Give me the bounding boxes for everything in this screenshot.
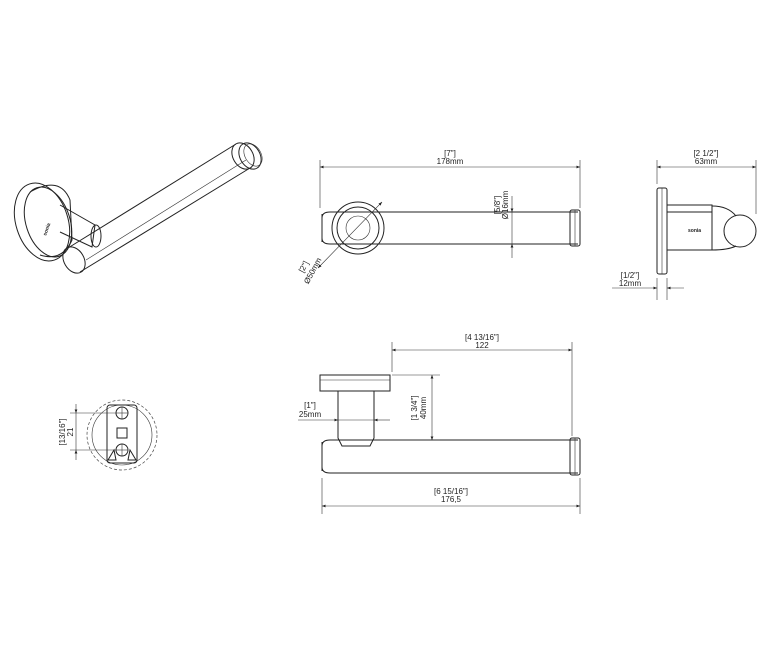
dim-projection-inch: [2 1/2"] xyxy=(693,149,718,158)
dim-bar-length-inch: [6 15/16"] xyxy=(434,487,468,496)
dim-post-height-mm: 40mm xyxy=(419,397,428,420)
brand-label: sonia xyxy=(42,222,52,237)
dim-bracket-spacing-inch: [13/16"] xyxy=(58,418,67,445)
dim-overall-length-mm: 178mm xyxy=(437,157,464,166)
dim-mount-center-mm: 122 xyxy=(475,341,489,350)
dim-mount-center-inch: [4 13/16"] xyxy=(465,333,499,342)
dim-post-diameter-mm: 25mm xyxy=(299,410,322,419)
dim-rosette-thickness-inch: [1/2"] xyxy=(621,271,639,280)
bracket-detail: [13/16"] 21 xyxy=(58,399,158,471)
dim-rosette-thickness-mm: 12mm xyxy=(619,279,642,288)
perspective-view: sonia xyxy=(13,142,263,274)
dim-post-height-inch: [1 3/4"] xyxy=(410,395,419,420)
front-view: [7"] 178mm [5/8"] Ø16mm [2"] Ø50mm xyxy=(297,149,581,286)
dim-bar-length-mm: 176,5 xyxy=(441,495,462,504)
side-view: sonia [2 1/2"] 63mm [1/2"] 12mm xyxy=(612,149,757,300)
dim-overall-length-inch: [7"] xyxy=(444,149,456,158)
dim-bar-diameter-mm: Ø16mm xyxy=(501,190,510,219)
dim-post-diameter-inch: [1"] xyxy=(304,401,316,410)
top-view: [4 13/16"] 122 [1"] 25mm [1 3/4"] 40mm [… xyxy=(298,333,581,514)
dim-bracket-spacing-mm: 21 xyxy=(66,427,75,436)
brand-label-side: sonia xyxy=(688,228,701,234)
dim-projection-mm: 63mm xyxy=(695,157,718,166)
dim-bar-diameter-inch: [5/8"] xyxy=(493,196,502,214)
